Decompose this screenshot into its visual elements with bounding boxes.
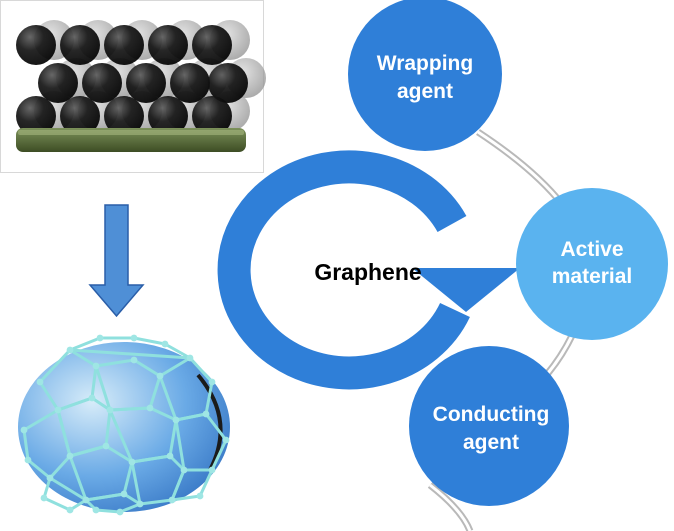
dark-particle bbox=[170, 63, 210, 103]
cage-cell bbox=[108, 406, 178, 464]
cage-node bbox=[66, 506, 74, 514]
cage-node bbox=[156, 372, 164, 380]
dark-particle bbox=[192, 25, 232, 65]
cage-lattice bbox=[22, 336, 228, 514]
cage-node bbox=[186, 354, 194, 362]
node-wrapping-agent: Wrapping agent bbox=[348, 0, 502, 151]
node-active-material: Active material bbox=[516, 188, 668, 340]
node-active-line-2: material bbox=[552, 265, 633, 288]
dark-particle bbox=[38, 63, 78, 103]
cage-node bbox=[66, 452, 74, 460]
dark-particle bbox=[82, 63, 122, 103]
cage-node bbox=[222, 436, 230, 444]
cage-body bbox=[18, 342, 230, 512]
dark-particle bbox=[104, 96, 144, 136]
cage-node bbox=[172, 416, 180, 424]
dark-particle bbox=[192, 96, 232, 136]
node-conducting-line-1: Conducting bbox=[433, 403, 550, 426]
cage-node bbox=[106, 406, 114, 414]
cage-node bbox=[88, 394, 96, 402]
cage-node bbox=[82, 496, 90, 504]
cage-node bbox=[116, 508, 124, 516]
cage-node bbox=[54, 406, 62, 414]
cage-node bbox=[40, 494, 48, 502]
cage-cell bbox=[68, 444, 134, 502]
cage-node bbox=[92, 362, 100, 370]
cage-node bbox=[202, 410, 210, 418]
dark-particle bbox=[126, 63, 166, 103]
cage-node bbox=[208, 466, 216, 474]
cage-cell bbox=[158, 356, 214, 422]
cage-shadow-rim bbox=[196, 373, 223, 471]
node-active-line-1: Active bbox=[560, 238, 623, 261]
graphene-cage-icon bbox=[18, 334, 230, 516]
dark-particle bbox=[16, 96, 56, 136]
dark-particle bbox=[60, 25, 100, 65]
cage-node bbox=[166, 452, 174, 460]
node-wrapping-line-2: agent bbox=[397, 80, 453, 103]
dark-particle bbox=[208, 63, 248, 103]
cage-node bbox=[20, 426, 28, 434]
cage-node bbox=[46, 474, 54, 482]
center-label: Graphene bbox=[314, 259, 421, 285]
cage-node bbox=[120, 490, 128, 498]
cage-node bbox=[130, 356, 138, 364]
cage-node bbox=[146, 404, 154, 412]
cage-node bbox=[128, 458, 136, 466]
cage-node bbox=[196, 492, 204, 500]
down-arrow-icon bbox=[88, 204, 145, 318]
electrode-particles-icon bbox=[0, 0, 266, 173]
cage-cell bbox=[68, 336, 192, 360]
dark-particle bbox=[16, 25, 56, 65]
cage-cell bbox=[94, 358, 162, 412]
cage-node bbox=[96, 334, 104, 342]
electrode-base-highlight bbox=[18, 130, 244, 135]
cage-node bbox=[24, 456, 32, 464]
cage-nodes bbox=[20, 334, 230, 516]
cage-node bbox=[136, 500, 144, 508]
node-conducting-line-2: agent bbox=[463, 431, 519, 454]
cage-node bbox=[36, 378, 44, 386]
cage-node bbox=[130, 334, 138, 342]
cage-cell bbox=[22, 408, 72, 480]
node-conducting-agent: Conducting agent bbox=[409, 346, 569, 506]
cage-node bbox=[102, 442, 110, 450]
cage-node bbox=[208, 378, 216, 386]
cage-cell bbox=[38, 348, 98, 412]
cage-node bbox=[168, 496, 176, 504]
dark-particle bbox=[148, 96, 188, 136]
cage-node bbox=[66, 346, 74, 354]
dark-particle bbox=[148, 25, 188, 65]
dark-particles bbox=[16, 25, 248, 136]
cage-cell bbox=[174, 412, 228, 472]
cage-node bbox=[180, 466, 188, 474]
dark-particle bbox=[104, 25, 144, 65]
dark-particle bbox=[60, 96, 100, 136]
cage-node bbox=[92, 506, 100, 514]
cage-node bbox=[161, 340, 169, 348]
node-wrapping-line-1: Wrapping bbox=[377, 52, 473, 75]
cycle-arrow-icon bbox=[217, 150, 520, 390]
